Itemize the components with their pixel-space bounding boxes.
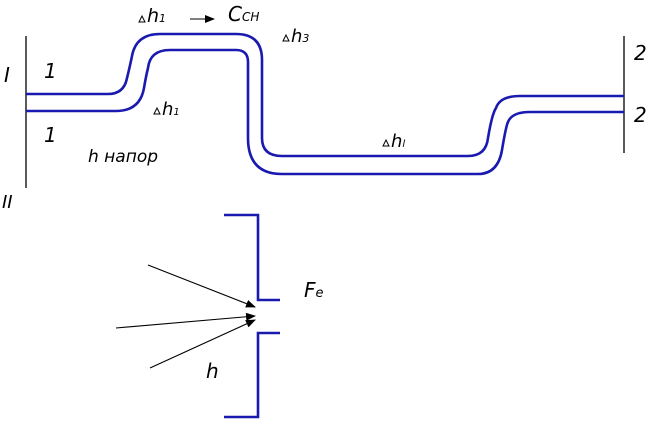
delta-icon-h1-top — [138, 14, 146, 23]
label-fe: Fe — [304, 278, 324, 302]
orifice-wall-bottom — [224, 331, 280, 419]
delta-icon-h1-bottom — [153, 106, 161, 115]
delta-icon-hl — [382, 138, 390, 147]
label-dh1-top: h1 — [147, 5, 166, 27]
label-dh3: h3 — [291, 26, 309, 47]
label-section-2-bottom: 2 — [634, 103, 647, 127]
label-dh1-bottom: h1 — [162, 99, 180, 120]
pipe-upper-wall — [26, 32, 624, 158]
pipe-lower-wall — [26, 48, 624, 176]
label-section-I: I — [4, 63, 10, 87]
orifice-wall-top — [224, 213, 280, 302]
label-h-small: h — [206, 359, 219, 383]
flow-arrow-top — [147, 264, 256, 308]
label-section-1-bottom: 1 — [44, 123, 57, 147]
label-section-1-top: 1 — [44, 59, 57, 83]
label-section-II: II — [2, 192, 13, 213]
label-head: h напор — [88, 147, 158, 167]
flow-arrow-middle — [115, 312, 256, 329]
flow-arrow-bottom — [149, 319, 256, 369]
delta-icon-h3 — [282, 33, 290, 42]
label-dhl: hl — [391, 131, 405, 152]
label-section-2-top: 2 — [634, 41, 647, 65]
label-velocity: CСН — [228, 2, 259, 26]
